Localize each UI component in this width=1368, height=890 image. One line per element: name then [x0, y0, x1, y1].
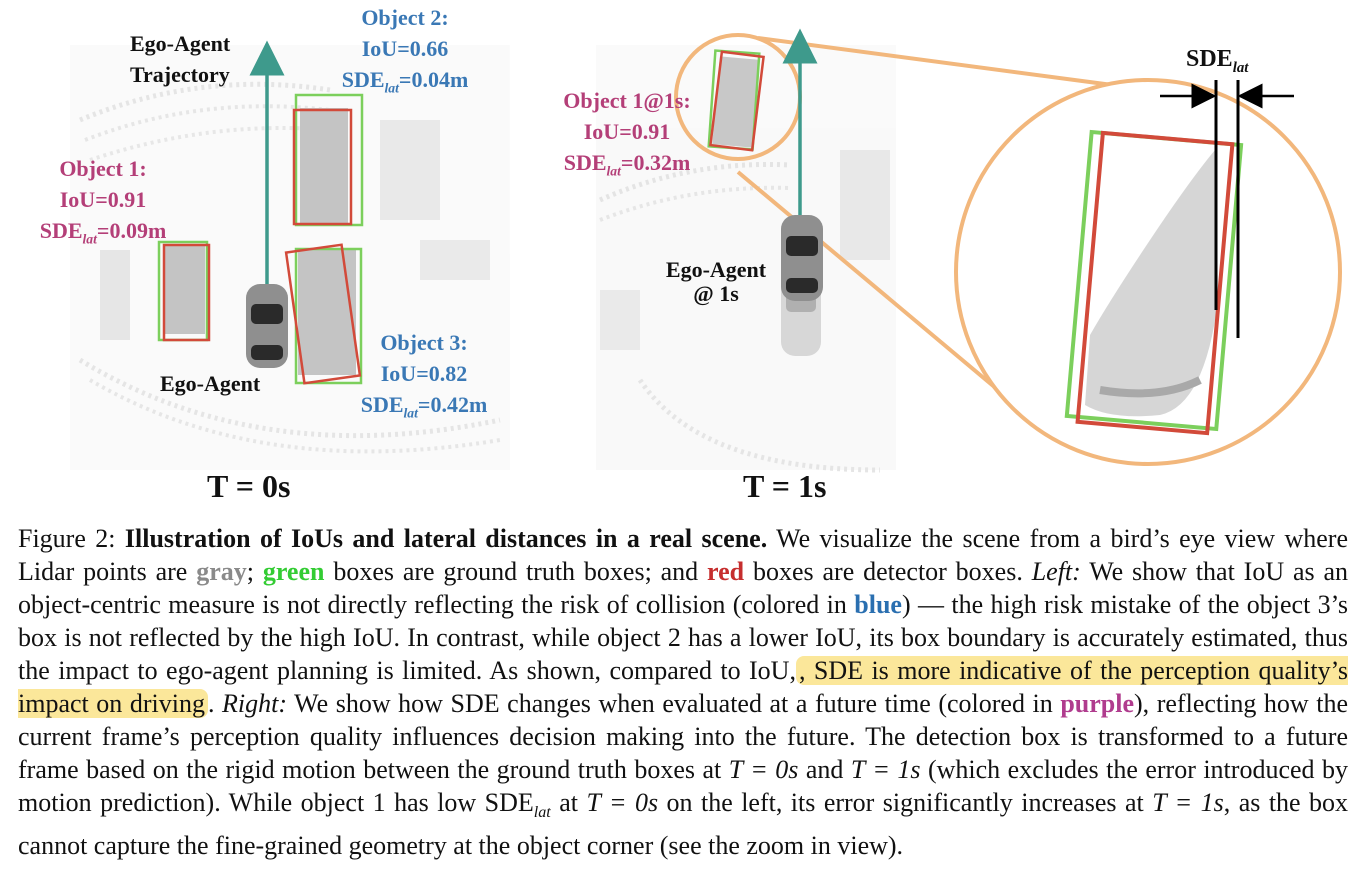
- caption-text-13: on the left, its error significantly inc…: [666, 788, 1144, 817]
- figure-graphics: [70, 28, 1342, 473]
- object1-det-box: [162, 243, 211, 342]
- time-label-left: T = 0s: [207, 468, 291, 504]
- caption-blue-word: blue: [854, 590, 902, 619]
- time-label-right: T = 1s: [743, 468, 827, 504]
- object1-1s-label: Object 1@1s: IoU=0.91 SDElat=0.32m: [542, 85, 712, 186]
- zoom-sde-label: SDElat: [1186, 46, 1249, 76]
- caption-text-8: We show how SDE changes when evaluated a…: [294, 689, 1053, 718]
- ego-agent-1s-label: Ego-Agent @ 1s: [652, 258, 780, 306]
- caption-text-4: boxes are detector boxes.: [752, 557, 1023, 586]
- object2-iou: IoU=0.66: [361, 36, 449, 61]
- object1-label: Object 1: IoU=0.91 SDElat=0.09m: [18, 153, 188, 254]
- caption-math-3: T = 0s: [586, 788, 659, 817]
- object1-1s-lidar: [712, 56, 760, 148]
- caption-paragraph: Figure 2: Illustration of IoUs and later…: [18, 522, 1348, 862]
- object3-title: Object 3:: [380, 330, 468, 355]
- object2-det-box: [292, 108, 353, 226]
- object1-1s-iou: IoU=0.91: [583, 119, 671, 144]
- caption-text-2: ;: [246, 557, 254, 586]
- zoom-connector-bottom: [736, 170, 1012, 402]
- zoom-det-box: [1075, 130, 1235, 436]
- object1-sde: SDElat=0.09m: [39, 218, 167, 247]
- object3-label: Object 3: IoU=0.82 SDElat=0.42m: [336, 327, 512, 428]
- caption-text-14: , as the box cannot capture the fine-gra…: [18, 788, 1349, 861]
- caption-right-label: Right:: [222, 689, 288, 718]
- trajectory-label-line2: Trajectory: [130, 62, 230, 87]
- ego-agent-label: Ego-Agent: [160, 371, 261, 396]
- caption-text-12: at: [559, 788, 579, 817]
- zoom-connector-top: [757, 36, 1151, 92]
- figure-caption: Figure 2: Illustration of IoUs and later…: [18, 522, 1348, 862]
- object1-1s-title: Object 1@1s:: [563, 88, 691, 113]
- object2-label: Object 2: IoU=0.66 SDElat=0.04m: [320, 2, 490, 103]
- caption-sub-lat: lat: [533, 804, 551, 822]
- caption-red-word: red: [707, 557, 745, 586]
- ego-car-1s: [781, 215, 823, 301]
- trajectory-label-line1: Ego-Agent: [130, 31, 231, 56]
- zoom-view: [954, 78, 1342, 466]
- caption-text-9: ), reflecting how the current frame’s pe…: [18, 689, 1349, 784]
- caption-text-1: We visualize the scene from a bird’s eye…: [18, 524, 1348, 586]
- object3-iou: IoU=0.82: [380, 361, 468, 386]
- object2-title: Object 2:: [361, 5, 449, 30]
- caption-text-5: We show that IoU as an object-centric me…: [18, 557, 1349, 619]
- caption-text-7: .: [207, 689, 215, 718]
- caption-math-1: T = 0s: [728, 755, 799, 784]
- object1-1s-det-box: [709, 50, 765, 152]
- caption-math-4: T = 1s: [1152, 788, 1224, 817]
- ego-car-left: [246, 284, 288, 368]
- object3-sde: SDElat=0.42m: [360, 392, 488, 421]
- caption-text-6: ) — the high risk mistake of the object …: [18, 590, 1349, 685]
- object3-det-box: [284, 243, 362, 385]
- object2-sde: SDElat=0.04m: [341, 67, 469, 96]
- caption-fig-label: Figure 2:: [18, 524, 116, 553]
- caption-text-3: boxes are ground truth boxes; and: [333, 557, 699, 586]
- caption-text-10: and: [805, 755, 844, 784]
- caption-text-11: (which excludes the error introduced by …: [18, 755, 1349, 817]
- caption-left-label: Left:: [1031, 557, 1081, 586]
- caption-green-word: green: [262, 557, 325, 586]
- caption-math-2: T = 1s: [850, 755, 921, 784]
- object1-iou: IoU=0.91: [59, 187, 147, 212]
- caption-title: Illustration of IoUs and lateral distanc…: [124, 524, 768, 553]
- left-lidar-scene: [70, 45, 510, 470]
- ego-agent-1s-line1: Ego-Agent: [665, 257, 767, 282]
- ego-agent-1s-line2: @ 1s: [693, 281, 739, 306]
- caption-gray-word: gray: [196, 557, 247, 586]
- object1-1s-sde: SDElat=0.32m: [563, 150, 691, 179]
- trajectory-label: Ego-Agent Trajectory: [130, 28, 230, 90]
- left-object-lidar: [165, 108, 356, 375]
- figure: Ego-Agent Trajectory Object 2: IoU=0.66 …: [18, 2, 1342, 504]
- caption-purple-word: purple: [1060, 689, 1135, 718]
- object1-title: Object 1:: [59, 156, 147, 181]
